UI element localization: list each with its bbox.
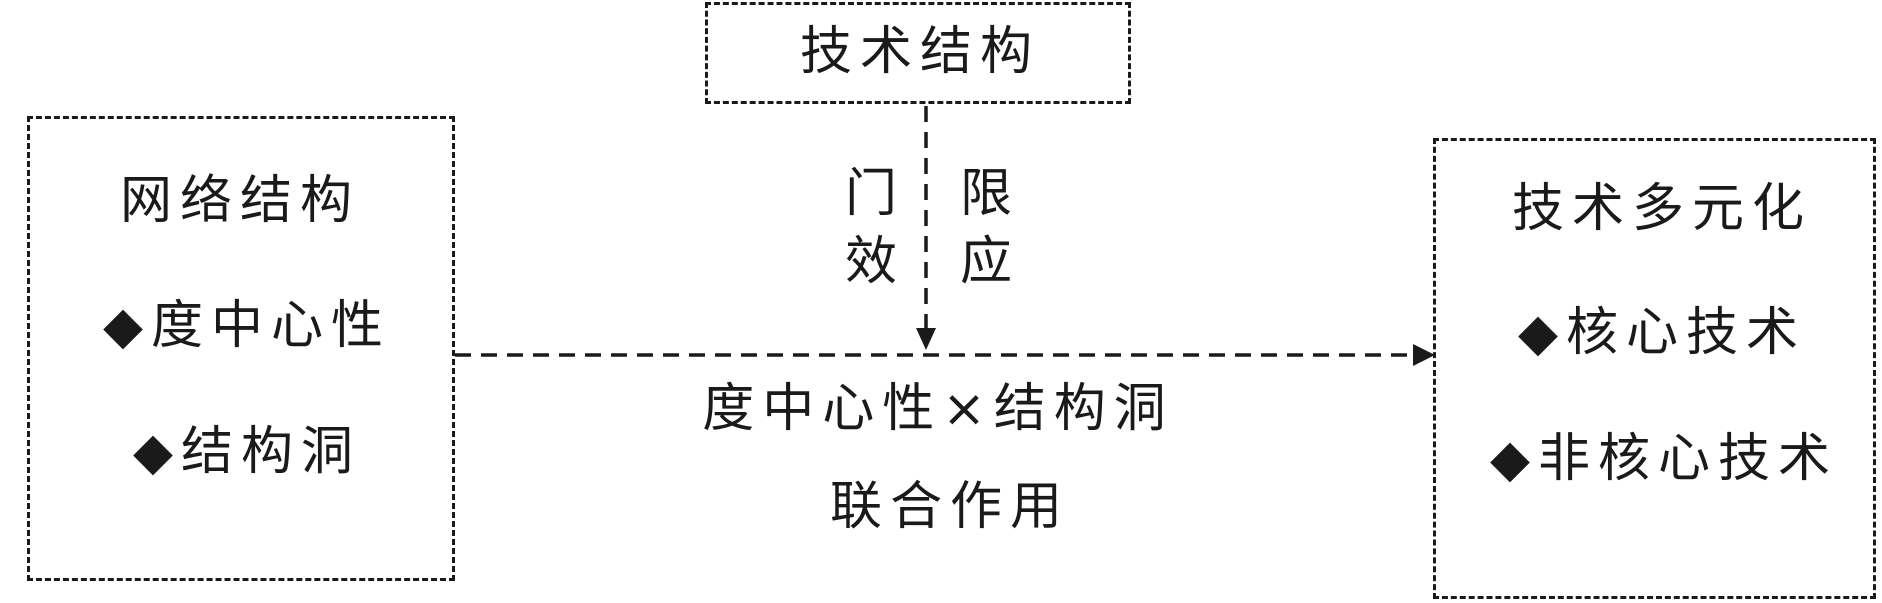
technology-diversification-item-noncore: ◆非核心技术 <box>1490 429 1838 489</box>
threshold-effect-char-1: 门 <box>845 164 906 224</box>
network-structure-box <box>27 116 455 581</box>
horizontal-arrowhead <box>1413 344 1435 366</box>
network-structure-title: 网络结构 <box>119 171 361 231</box>
technology-structure-box <box>705 2 1131 104</box>
threshold-effect-char-3: 效 <box>845 232 906 292</box>
technology-diversification-box <box>1433 138 1876 599</box>
threshold-effect-char-2: 限 <box>960 164 1021 224</box>
interaction-label-line1: 度中心性×结构洞 <box>702 379 1174 439</box>
network-structure-item-structural-holes: ◆结构洞 <box>133 422 361 482</box>
interaction-label-line2: 联合作用 <box>829 477 1071 537</box>
technology-diversification-title: 技术多元化 <box>1511 179 1813 239</box>
technology-diversification-item-core: ◆核心技术 <box>1518 303 1806 363</box>
threshold-effect-char-4: 应 <box>960 232 1021 292</box>
network-structure-item-degree-centrality: ◆度中心性 <box>103 296 391 356</box>
technology-structure-title: 技术结构 <box>799 22 1041 82</box>
vertical-arrowhead <box>916 328 936 350</box>
